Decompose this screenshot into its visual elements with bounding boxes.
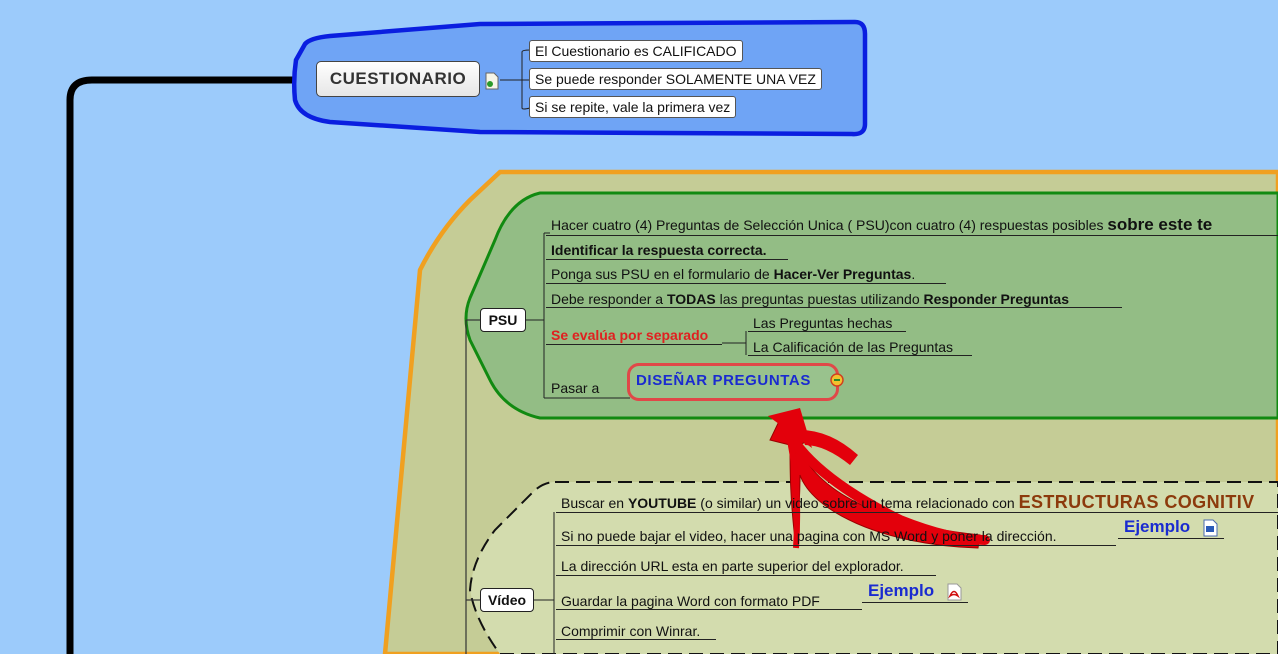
cuestionario-item: El Cuestionario es CALIFICADO	[529, 40, 743, 62]
word-document-icon[interactable]	[1201, 519, 1219, 537]
psu-line-3-text: Ponga sus PSU en el formulario de	[551, 266, 774, 282]
underline	[556, 512, 1278, 513]
psu-line-4: Debe responder a TODAS las preguntas pue…	[551, 290, 1069, 308]
disenar-preguntas-highlight	[627, 363, 839, 401]
evalua-branch	[722, 331, 747, 355]
underline	[546, 259, 788, 260]
pdf-icon[interactable]	[945, 583, 963, 601]
psu-line-1-text: Hacer cuatro (4) Preguntas de Selección …	[551, 217, 1108, 233]
psu-line-4-bold: TODAS	[666, 291, 716, 307]
underline	[556, 545, 1116, 546]
underline	[546, 307, 1122, 308]
video-line-1-highlight: ESTRUCTURAS COGNITIV	[1018, 492, 1255, 512]
video-line-2: Si no puede bajar el video, hacer una pa…	[561, 528, 1057, 544]
video-line-1: Buscar en YOUTUBE (o similar) un video s…	[561, 493, 1255, 512]
psu-line-4-bold-2: Responder Preguntas	[923, 291, 1070, 307]
attachment-icon[interactable]	[484, 72, 500, 90]
psu-line-4-mid: las preguntas puestas utilizando	[715, 291, 924, 307]
video-line-1-text: Buscar en	[561, 495, 628, 511]
pasar-a-label: Pasar a	[551, 380, 600, 396]
underline	[556, 575, 936, 576]
video-line-1-mid: (o similar) un video sobre un tema relac…	[696, 495, 1019, 511]
underline	[556, 609, 862, 610]
psu-boundary	[464, 191, 1278, 420]
cuestionario-item: Si se repite, vale la primera vez	[529, 96, 737, 118]
red-arrow-body	[777, 413, 990, 545]
evalua-label: Se evalúa por separado	[551, 327, 709, 343]
underline	[748, 355, 972, 356]
disenar-preguntas-link[interactable]: DISEÑAR PREGUNTAS	[636, 372, 811, 389]
video-line-3: La dirección URL esta en parte superior …	[561, 558, 904, 574]
underline	[862, 602, 968, 603]
underline	[546, 344, 722, 345]
psu-line-4-text: Debe responder a	[551, 291, 667, 307]
psu-line-3: Ponga sus PSU en el formulario de Hacer-…	[551, 265, 915, 283]
psu-label: PSU	[488, 312, 518, 328]
video-boundary	[468, 481, 1278, 654]
psu-line-2: Identificar la respuesta correcta.	[551, 242, 767, 258]
psu-line-3-bold: Hacer-Ver Preguntas	[773, 266, 912, 282]
main-branch-line	[66, 76, 320, 654]
psu-line-1-bold: sobre este te	[1107, 215, 1213, 234]
ejemplo-link-word[interactable]: Ejemplo	[1124, 517, 1191, 536]
video-node[interactable]: Vídeo	[480, 588, 534, 612]
video-line-1-bold: YOUTUBE	[627, 495, 697, 511]
psu-line-3-end: .	[911, 266, 916, 282]
ejemplo-link-pdf[interactable]: Ejemplo	[868, 581, 935, 600]
red-arrow-head	[768, 408, 812, 448]
underline	[1118, 538, 1224, 539]
cuestionario-label: CUESTIONARIO	[329, 69, 467, 88]
underline	[546, 283, 946, 284]
underline	[748, 331, 906, 332]
video-label: Vídeo	[487, 592, 527, 608]
video-line-4: Guardar la pagina Word con formato PDF	[561, 593, 820, 609]
red-arrow-curl	[800, 430, 858, 465]
cuestionario-child-connectors	[500, 49, 531, 110]
underline	[546, 235, 1278, 236]
red-arrow-shaft	[787, 439, 801, 549]
video-branch-lines	[534, 512, 555, 654]
cuestionario-node[interactable]: CUESTIONARIO	[316, 61, 480, 97]
psu-node[interactable]: PSU	[480, 308, 526, 332]
underline	[556, 639, 716, 640]
video-line-5: Comprimir con Winrar.	[561, 623, 701, 639]
psu-branch-lines	[526, 232, 630, 399]
evalua-item: Las Preguntas hechas	[753, 315, 893, 331]
link-icon[interactable]	[829, 372, 845, 388]
psu-line-1: Hacer cuatro (4) Preguntas de Selección …	[551, 216, 1212, 234]
evalua-item: La Calificación de las Preguntas	[753, 339, 954, 355]
cuestionario-item: Se puede responder SOLAMENTE UNA VEZ	[529, 68, 822, 90]
